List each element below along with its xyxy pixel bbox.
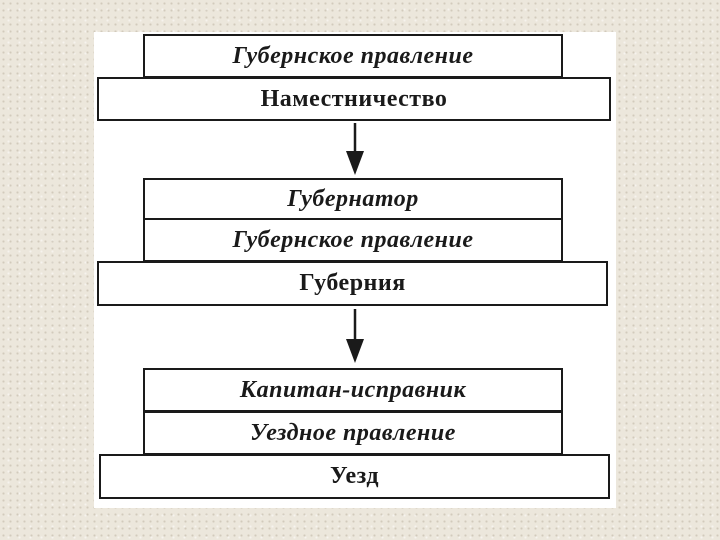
box-gubernskoe-pravlenie-middle: Губернское правление (143, 218, 563, 262)
box-label: Губернское правление (232, 226, 474, 253)
box-label: Губерния (299, 270, 406, 296)
down-arrow-1 (346, 123, 364, 175)
box-gubernator: Губернатор (143, 178, 563, 220)
down-arrow-2 (346, 309, 364, 363)
box-label: Уездное правление (250, 419, 456, 446)
box-label: Губернское правление (232, 42, 474, 69)
box-guberniya: Губерния (97, 261, 608, 306)
box-kapitan-ispravnik: Капитан-исправник (143, 368, 563, 412)
box-label: Губернатор (287, 185, 419, 212)
box-label: Уезд (329, 463, 380, 489)
box-label: Наместничество (260, 85, 448, 112)
box-label: Капитан-исправник (239, 376, 467, 403)
box-namestnichestvo: Наместничество (97, 77, 611, 121)
box-uezd: Уезд (99, 454, 610, 499)
box-uezdnoe-pravlenie: Уездное правление (143, 411, 563, 455)
box-gubernskoe-pravlenie-top: Губернское правление (143, 34, 563, 78)
